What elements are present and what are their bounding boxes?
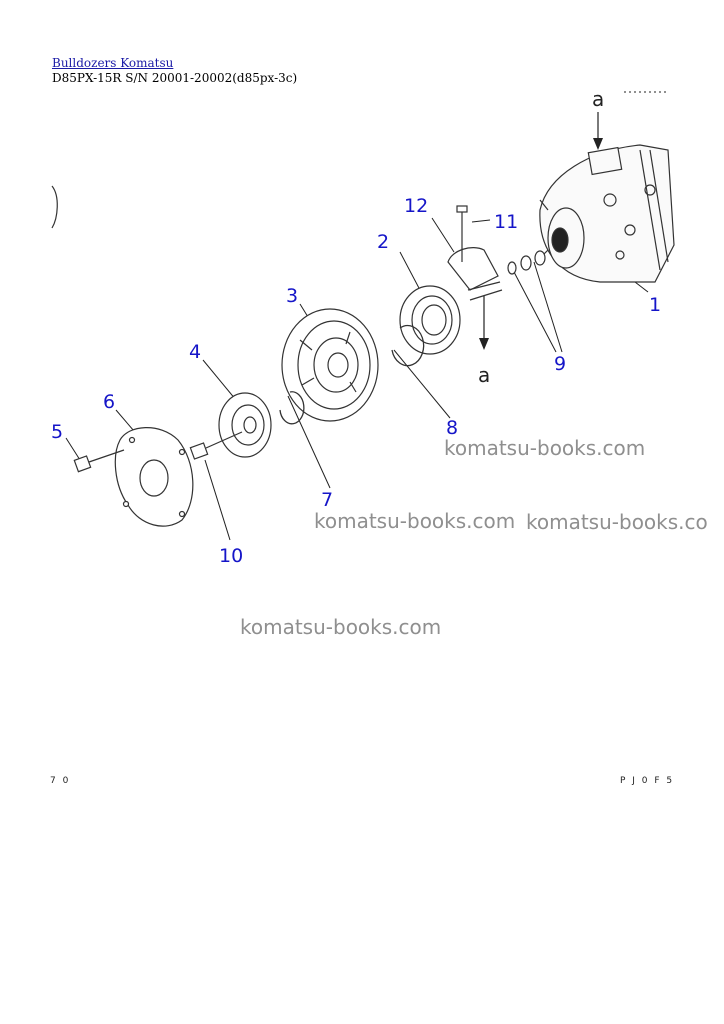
callout-10: 10 bbox=[219, 545, 243, 567]
bracket-part bbox=[447, 205, 503, 301]
watermark-1: komatsu-books.com bbox=[444, 436, 646, 460]
footer-left-code: 7 0 bbox=[50, 776, 71, 786]
reference-label-mid: a bbox=[478, 363, 490, 387]
watermark-2: komatsu-books.com bbox=[314, 509, 516, 533]
callout-4: 4 bbox=[189, 341, 201, 363]
watermark-4: komatsu-books.com bbox=[240, 615, 442, 639]
reference-label-top: a bbox=[592, 87, 604, 111]
washers-part bbox=[507, 250, 546, 275]
callout-9: 9 bbox=[554, 353, 566, 375]
watermark-3: komatsu-books.co bbox=[526, 510, 708, 534]
partial-part-edge bbox=[51, 185, 58, 229]
cover-part bbox=[114, 427, 194, 527]
pulley-part bbox=[281, 308, 379, 422]
callout-5: 5 bbox=[51, 421, 63, 443]
model-line: D85PX-15R S/N 20001-20002(d85px-3c) bbox=[52, 71, 298, 85]
small-snap-ring-part bbox=[279, 391, 305, 425]
callout-12: 12 bbox=[404, 195, 428, 217]
callout-2: 2 bbox=[377, 231, 389, 253]
cover-bolt-part bbox=[73, 449, 125, 473]
reference-arrow-top bbox=[593, 91, 668, 150]
callout-11: 11 bbox=[494, 211, 518, 233]
armature-plate-part bbox=[218, 392, 272, 458]
callout-6: 6 bbox=[103, 391, 115, 413]
callout-7: 7 bbox=[321, 489, 333, 511]
snap-ring-part bbox=[391, 324, 425, 367]
breadcrumb-link[interactable]: Bulldozers Komatsu bbox=[52, 56, 174, 70]
bolt-part bbox=[189, 431, 243, 460]
callout-1: 1 bbox=[649, 294, 661, 316]
compressor-part bbox=[539, 144, 675, 283]
footer-right-code: P J 0 F 5 bbox=[620, 776, 675, 786]
reference-arrow-mid bbox=[479, 296, 489, 350]
field-coil-part bbox=[399, 285, 461, 355]
callout-3: 3 bbox=[286, 285, 298, 307]
leader-lines bbox=[65, 217, 649, 541]
page-header: Bulldozers Komatsu D85PX-15R S/N 20001-2… bbox=[52, 56, 297, 86]
callout-8: 8 bbox=[446, 417, 458, 439]
